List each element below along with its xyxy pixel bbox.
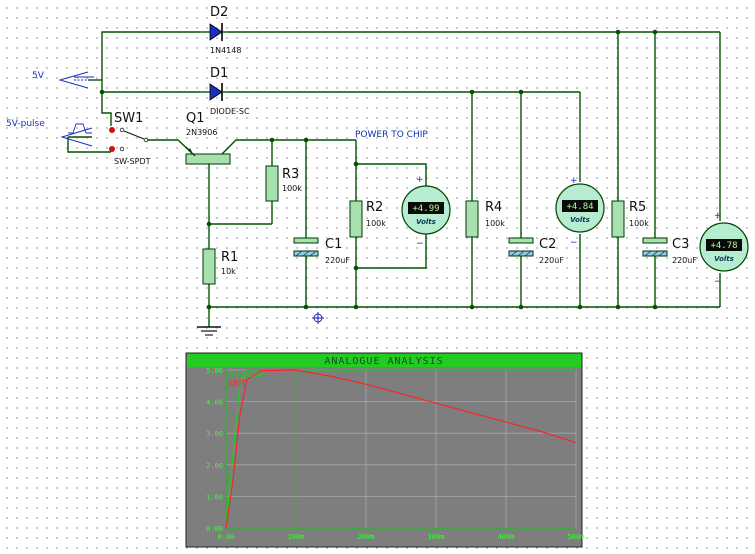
capacitor-c3[interactable]: C3 220uF <box>642 237 697 265</box>
meter-2-plus: + <box>570 176 578 186</box>
c1-ref: C1 <box>325 237 342 252</box>
d2-ref: D2 <box>210 5 228 20</box>
voltmeter-1[interactable]: +4.99 Volts + − <box>401 175 451 249</box>
pulse-source-label: 5V-pulse <box>6 119 45 129</box>
d2-value: 1N4148 <box>210 46 241 55</box>
source-5v-label: 5V <box>32 71 45 81</box>
wires <box>67 31 721 327</box>
r1-ref: R1 <box>221 250 238 265</box>
c2-value: 220uF <box>539 256 564 265</box>
analogue-analysis-graph[interactable]: ANALOGUE ANALYSIS 5.00 4.00 3.00 2.00 1.00 0.… <box>185 352 584 548</box>
meter-2-reading: +4.84 <box>566 202 593 212</box>
dc-source-5v[interactable]: 5V <box>32 71 94 89</box>
r4-value: 100k <box>485 219 505 228</box>
c1-value: 220uF <box>325 256 350 265</box>
x-tick-label: 300m <box>428 533 445 541</box>
trace-out <box>225 369 577 529</box>
diode-d1[interactable]: D1 DIODE-SC <box>200 66 250 116</box>
c3-ref: C3 <box>672 237 689 252</box>
trace-label-pulse: 5V-pulse <box>229 370 264 379</box>
graph-ticks: 5.00 4.00 3.00 2.00 1.00 0.000.00 100m 200m 300m… <box>206 367 584 541</box>
switch-sw1[interactable]: SW1 SW-SPDT <box>109 111 151 166</box>
meter-1-unit: Volts <box>416 218 436 226</box>
r3-value: 100k <box>282 184 302 193</box>
d1-value: DIODE-SC <box>210 107 250 116</box>
y-tick-label: 2.00 <box>206 462 223 470</box>
capacitor-c1[interactable]: C1 220uF <box>293 237 350 265</box>
meter-1-minus: − <box>416 239 424 249</box>
crosshair-icon[interactable] <box>312 312 324 324</box>
diode-d2[interactable]: D2 1N4148 <box>200 5 241 55</box>
r5-ref: R5 <box>629 200 646 215</box>
resistor-r3[interactable]: R3 100k <box>265 165 302 202</box>
capacitor-c2[interactable]: C2 220uF <box>508 237 564 265</box>
meter-3-reading: +4.78 <box>710 241 737 251</box>
pulse-source[interactable]: 5V-pulse <box>6 119 93 147</box>
sw1-ref: SW1 <box>114 111 143 126</box>
meter-2-unit: Volts <box>570 216 590 224</box>
voltmeter-2[interactable]: +4.84 Volts + − <box>555 176 605 248</box>
y-tick-label: 5.00 <box>206 367 223 375</box>
graph-title-bar[interactable] <box>187 354 581 367</box>
graph-traces <box>225 369 577 529</box>
resistor-r5[interactable]: R5 100k <box>611 200 649 238</box>
resistor-r4[interactable]: R4 100k <box>465 200 505 238</box>
x-tick-label: 400m <box>498 533 515 541</box>
meter-3-plus: + <box>714 211 722 221</box>
q1-value: 2N3906 <box>186 128 217 137</box>
net-label-power-to-chip: POWER TO CHIP <box>355 130 428 140</box>
meter-1-plus: + <box>416 175 424 185</box>
ground-icon <box>197 326 221 336</box>
voltmeter-3[interactable]: +4.78 Volts + − <box>699 211 749 287</box>
x-tick-label: 500m <box>568 533 585 541</box>
c2-ref: C2 <box>539 237 556 252</box>
r4-ref: R4 <box>485 200 502 215</box>
graph-title: ANALOGUE ANALYSIS <box>324 356 443 367</box>
y-tick-label: 0.00 <box>206 525 223 533</box>
r1-value: 10k <box>221 267 236 276</box>
transistor-q1[interactable]: Q1 2N3906 <box>185 111 231 165</box>
c3-value: 220uF <box>672 256 697 265</box>
trace-pulse <box>225 369 576 529</box>
meter-3-minus: − <box>714 277 722 287</box>
q1-ref: Q1 <box>186 111 205 126</box>
sw1-value: SW-SPDT <box>114 157 151 166</box>
x-tick-label: 200m <box>358 533 375 541</box>
resistor-r1[interactable]: R1 10k <box>202 248 238 285</box>
r5-value: 100k <box>629 219 649 228</box>
trace-label-out: OUT <box>229 379 246 388</box>
y-tick-label: 4.00 <box>206 399 223 407</box>
meter-1-reading: +4.99 <box>412 204 439 214</box>
r2-ref: R2 <box>366 200 383 215</box>
r2-value: 100k <box>366 219 386 228</box>
y-tick-label: 3.00 <box>206 430 223 438</box>
resistor-r2[interactable]: R2 100k <box>349 200 386 238</box>
x-tick-label: 100m <box>288 533 305 541</box>
d1-ref: D1 <box>210 66 228 81</box>
x-tick-label: 0.00 <box>218 533 235 541</box>
r3-ref: R3 <box>282 167 299 182</box>
y-tick-label: 1.00 <box>206 493 223 501</box>
meter-2-minus: − <box>570 238 578 248</box>
meter-3-unit: Volts <box>714 255 734 263</box>
junctions <box>99 29 658 310</box>
